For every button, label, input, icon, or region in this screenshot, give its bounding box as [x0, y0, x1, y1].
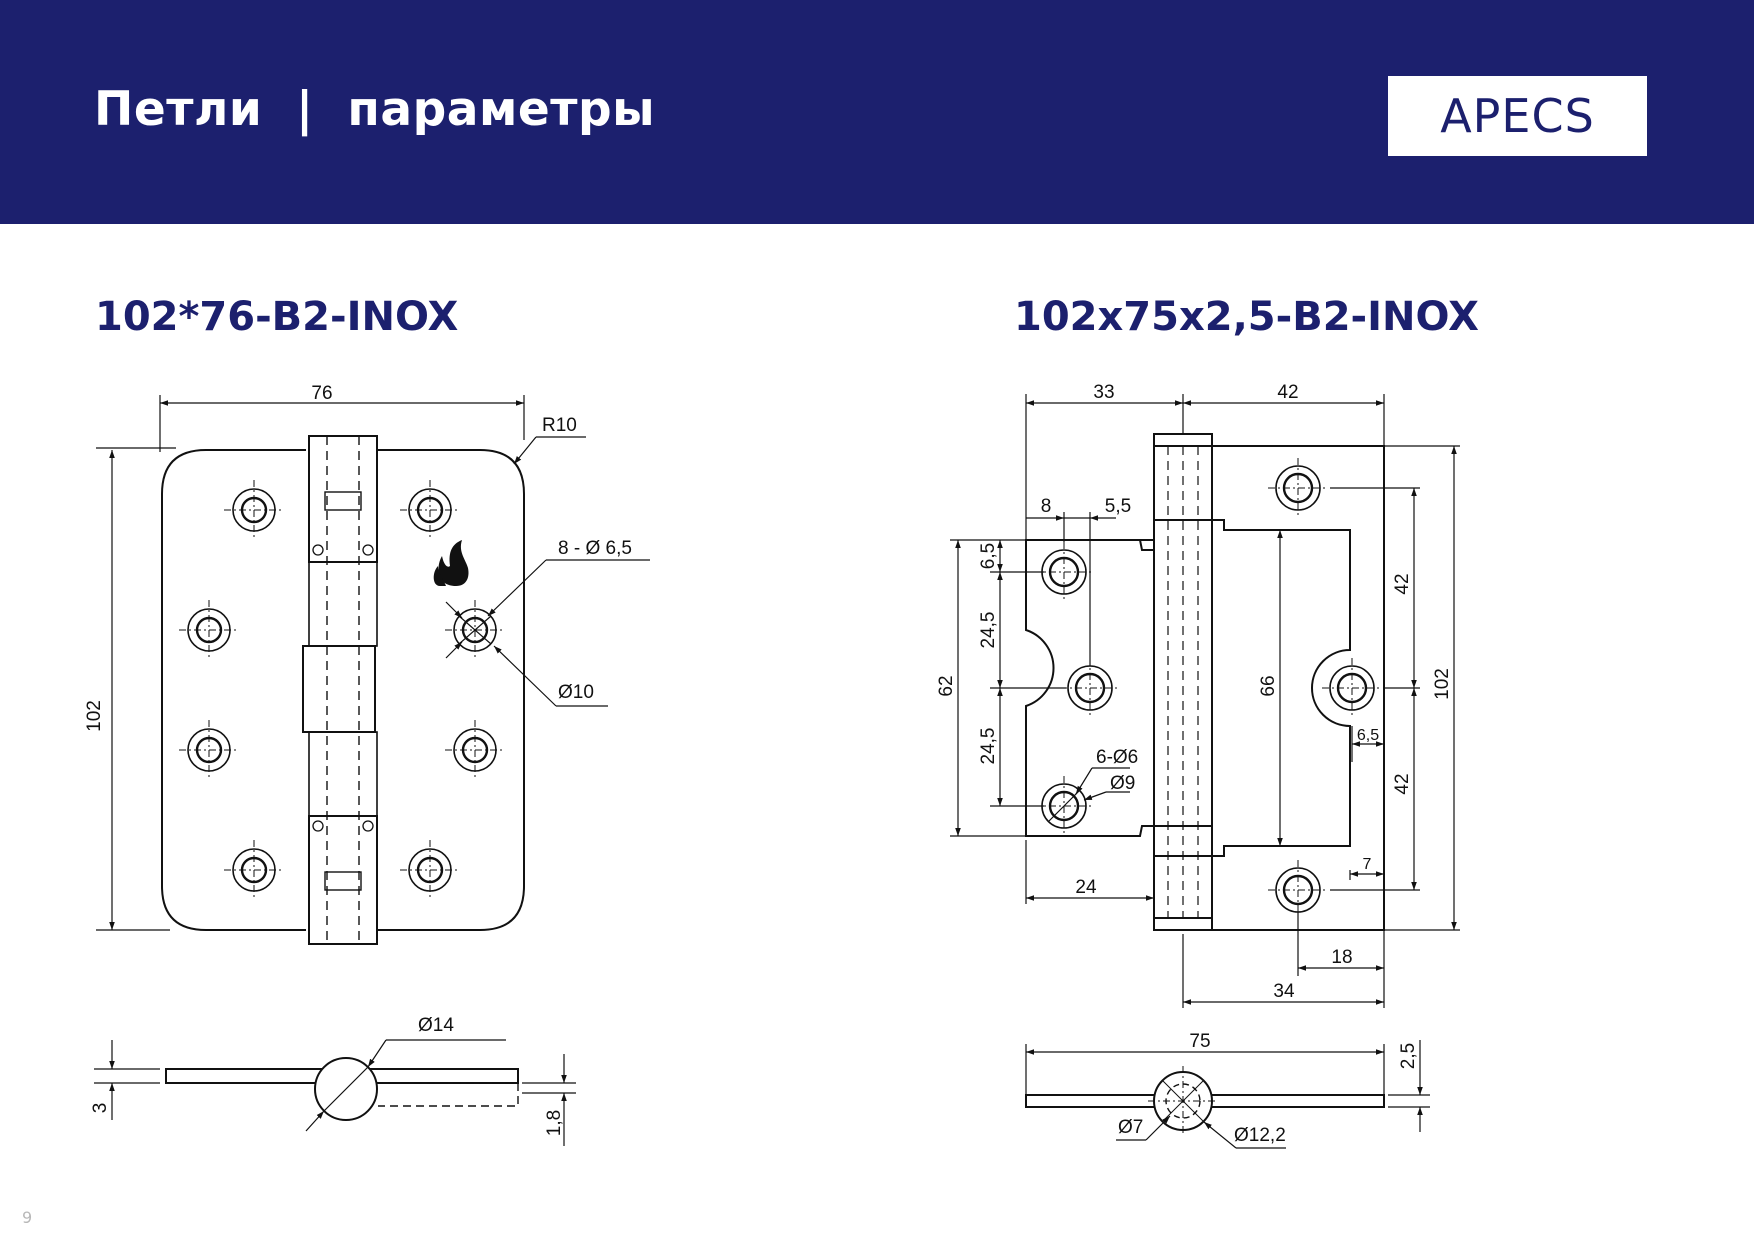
logo[interactable]: APECS [1388, 76, 1647, 156]
hinge-right-side-view [1025, 1040, 1430, 1149]
dim-66: 66 [1258, 675, 1279, 696]
dim-33: 33 [1093, 382, 1114, 403]
dim-7: 7 [1363, 856, 1372, 873]
dim-18: 18 [1331, 947, 1352, 968]
dim-plate: 3 [90, 1103, 111, 1114]
header-bar: Петли | параметры APECS [0, 0, 1754, 224]
dim-34: 34 [1273, 981, 1295, 1002]
hinge-right-dimension-labels: 33 42 8 5,5 6,5 24,5 24,5 62 66 42 42 10… [936, 382, 1453, 1002]
dim-42-b: 42 [1392, 773, 1413, 794]
dim-height-102: 102 [84, 700, 105, 732]
dim-24-5-b: 24,5 [978, 728, 999, 765]
dim-width-76: 76 [311, 383, 332, 404]
hinge-right-holes [1034, 458, 1382, 920]
page-title: Петли | параметры [94, 82, 656, 137]
hinge-right-dimension-lines [950, 394, 1460, 1008]
dim-24-5-a: 24,5 [978, 612, 999, 649]
dim-5-5: 5,5 [1105, 496, 1131, 517]
dim-knuckle: Ø14 [418, 1015, 454, 1036]
model-title-right: 102x75x2,5-B2-INOX [1014, 294, 1479, 340]
dim-2-5: 2,5 [1398, 1043, 1419, 1069]
dim-countersink: Ø9 [1110, 773, 1135, 794]
hinge-right-front [1025, 433, 1385, 931]
dim-countersink: Ø10 [558, 682, 594, 703]
dim-6-5-vertical: 6,5 [978, 543, 999, 569]
hinge-left-side-view [94, 1039, 576, 1146]
dim-holes: 6-Ø6 [1096, 747, 1138, 768]
dim-holes: 8 - Ø 6,5 [558, 538, 632, 559]
dim-knuckle: Ø12,2 [1234, 1125, 1286, 1146]
dim-102: 102 [1432, 668, 1453, 700]
logo-text: APECS [1440, 89, 1595, 143]
hinge-left-holes [179, 480, 505, 900]
dim-radius: R10 [542, 415, 577, 436]
dim-24: 24 [1075, 877, 1097, 898]
dim-75: 75 [1189, 1031, 1210, 1052]
model-title-left: 102*76-B2-INOX [95, 294, 459, 340]
hinge-right-side-labels: 75 2,5 Ø7 Ø12,2 [1118, 1031, 1419, 1146]
dim-pin: Ø7 [1118, 1117, 1143, 1138]
dim-42-top: 42 [1277, 382, 1298, 403]
fire-icon [433, 540, 469, 586]
hinge-left-side-labels: Ø14 3 1,8 [90, 1015, 565, 1136]
dim-42-a: 42 [1392, 573, 1413, 594]
dim-8: 8 [1041, 496, 1052, 517]
hinge-left-dimension-lines [96, 395, 650, 931]
dim-gap: 1,8 [544, 1110, 565, 1136]
page-number: 9 [22, 1208, 33, 1227]
hinge-left-front [161, 435, 525, 945]
dim-6-5-horizontal: 6,5 [1357, 727, 1379, 744]
dim-62: 62 [936, 675, 957, 696]
hinge-left-dimension-labels: 76 R10 8 - Ø 6,5 Ø10 102 [84, 383, 632, 732]
